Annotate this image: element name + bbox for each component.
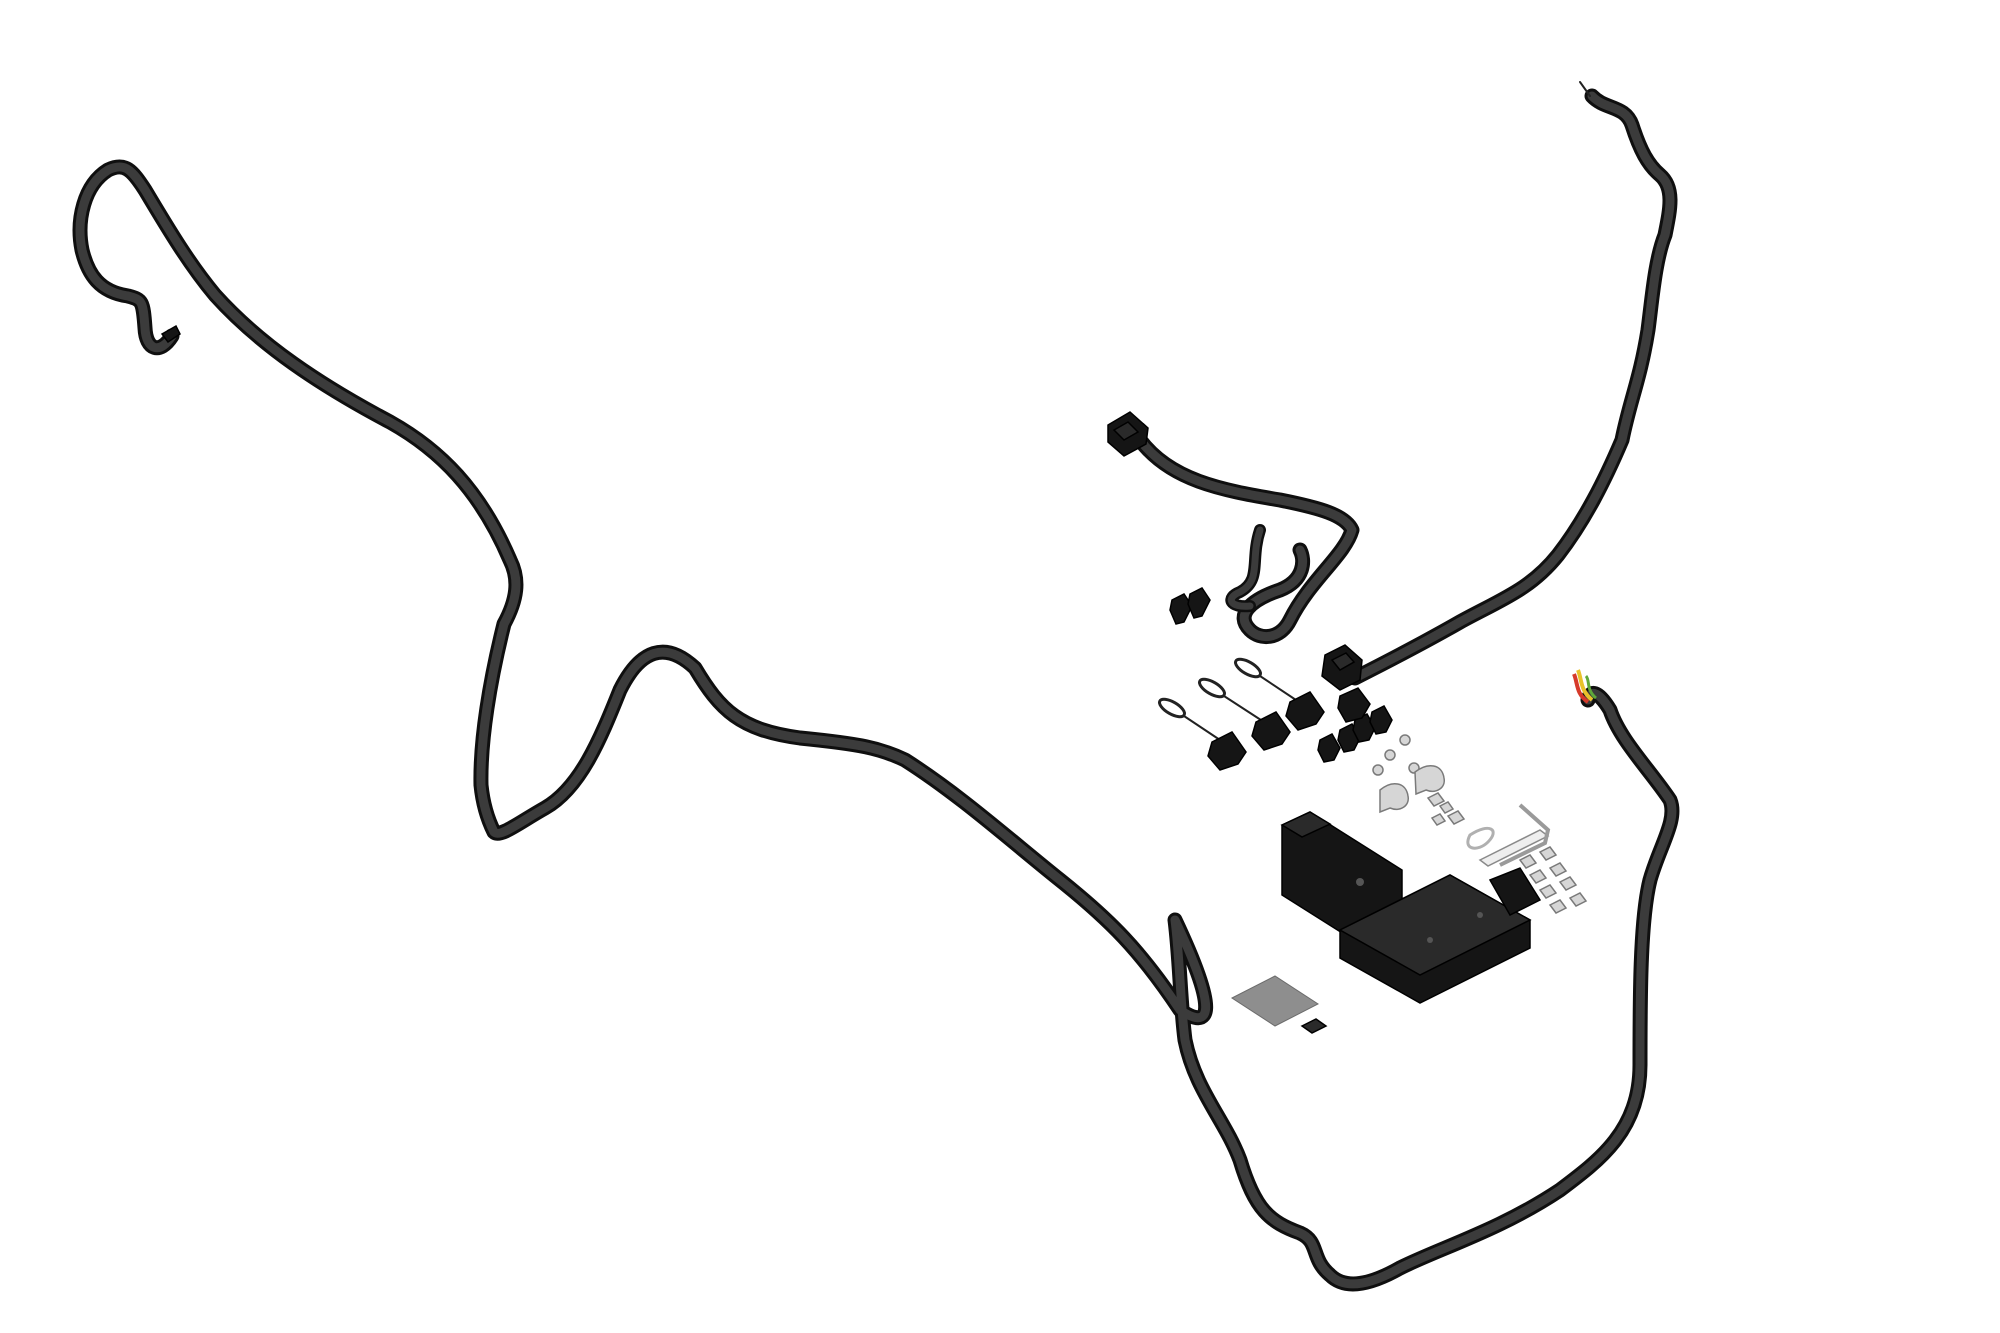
receiver-mount [1280,811,1542,1004]
fuse-holder-2 [1198,677,1291,751]
p-clamp [1379,783,1409,814]
main-harness [72,159,1680,1292]
right-harness [1321,81,1678,691]
bare-wires [1572,669,1598,704]
bolt-group-2 [1518,846,1588,914]
hitch-pin [1466,803,1551,867]
nut [1384,749,1396,761]
small-clip [1300,1018,1328,1034]
connector-plugs-upper [1169,587,1211,625]
fuse-holders [1158,657,1325,771]
p-clamp [1414,765,1445,796]
short-harness [1107,411,1360,644]
fuse-holder-1 [1158,697,1247,771]
harness-connector-block [1321,644,1363,691]
left-end-plug [160,324,181,344]
nut [1372,764,1384,776]
hardware-kit [1372,734,1588,914]
bolt-group-1 [1426,792,1466,826]
connector-plugs-cluster [1317,687,1393,763]
adhesive-pad [1231,975,1319,1027]
short-harness-plug [1107,411,1149,457]
nut [1399,734,1411,746]
fuse-holder-3 [1234,657,1325,731]
